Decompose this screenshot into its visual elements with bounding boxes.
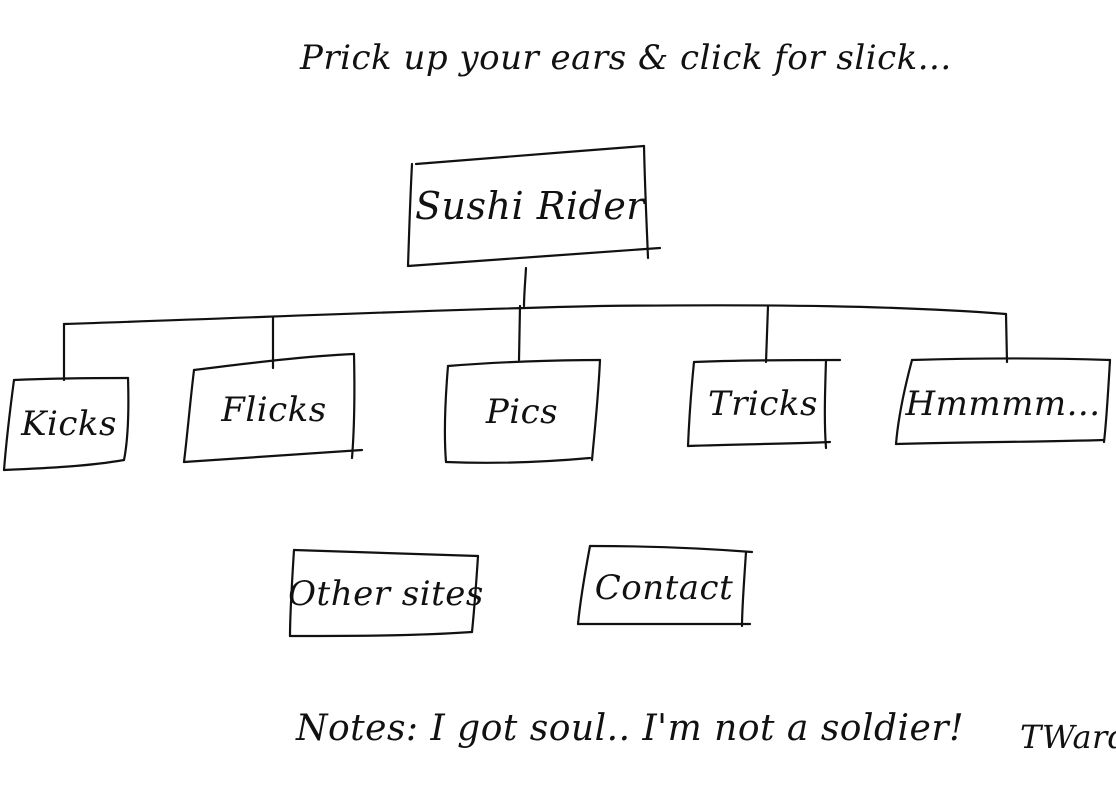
nav-node-kicks[interactable]: Kicks [2, 376, 130, 472]
contact-node[interactable]: Contact [576, 544, 754, 630]
nav-label-pics: Pics [485, 392, 559, 432]
root-stem [522, 266, 528, 308]
nav-label-hmmmm: Hmmmm... [905, 384, 1101, 424]
home-node-sushi-rider[interactable]: Sushi Rider [406, 144, 662, 268]
author-signature: TWard [1020, 718, 1116, 756]
page-tagline: Prick up your ears & click for slick... [300, 38, 952, 78]
branch-bus [62, 304, 1008, 326]
nav-label-flicks: Flicks [221, 390, 327, 430]
nav-node-pics[interactable]: Pics [443, 358, 602, 464]
branch-hmm [1004, 312, 1009, 364]
other-sites-node[interactable]: Other sites [288, 548, 484, 638]
nav-node-hmmmm[interactable]: Hmmmm... [894, 357, 1112, 450]
contact-label: Contact [594, 568, 734, 608]
root-label: Sushi Rider [415, 184, 645, 228]
nav-label-kicks: Kicks [21, 404, 117, 444]
branch-pics [517, 304, 522, 362]
nav-node-flicks[interactable]: Flicks [182, 352, 364, 464]
nav-node-tricks[interactable]: Tricks [686, 358, 842, 450]
nav-label-tricks: Tricks [708, 384, 818, 424]
other-sites-label: Other sites [288, 574, 484, 614]
branch-tricks [764, 304, 770, 364]
notes-text: Notes: I got soul.. I'm not a soldier! [296, 708, 965, 749]
